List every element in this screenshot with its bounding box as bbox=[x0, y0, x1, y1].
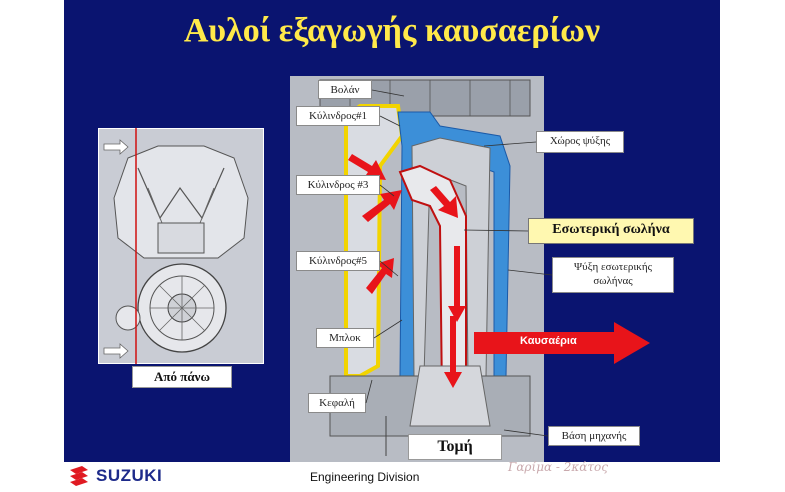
brand-name: SUZUKI bbox=[96, 466, 163, 485]
label-inner-pipe-cooling: Ψύξη εσωτερικής σωλήνας bbox=[552, 257, 674, 293]
label-engine-base: Βάση μηχανής bbox=[548, 426, 640, 446]
label-cooling-space: Χώρος ψύξης bbox=[536, 131, 624, 153]
label-inner-pipe-cooling-line2: σωλήνας bbox=[593, 275, 633, 287]
label-inner-pipe-cooling-line1: Ψύξη εσωτερικής bbox=[574, 261, 652, 273]
top-view-label: Από πάνω bbox=[132, 366, 232, 388]
exhaust-label: Καυσαέρια bbox=[520, 335, 577, 347]
suzuki-s-icon bbox=[70, 466, 88, 486]
slide: Αυλοί εξαγωγής καυσαερίων Από πάνω bbox=[64, 0, 720, 492]
exhaust-arrow bbox=[474, 322, 650, 364]
footer: SUZUKI Engineering Division Γαρίμα - 2κά… bbox=[64, 460, 720, 492]
label-block: Μπλοκ bbox=[316, 328, 374, 348]
label-inner-pipe: Εσωτερική σωλήνα bbox=[528, 218, 694, 244]
label-flywheel: Βολάν bbox=[318, 80, 372, 99]
slide-title: Αυλοί εξαγωγής καυσαερίων bbox=[183, 12, 601, 49]
label-cylinder-1: Κύλινδρος#1 bbox=[296, 106, 380, 126]
suzuki-logo: SUZUKI bbox=[68, 466, 162, 486]
signature: Γαρίμα - 2κάτος bbox=[508, 460, 608, 474]
division-label: Engineering Division bbox=[310, 470, 420, 484]
label-cylinder-3: Κύλινδρος #3 bbox=[296, 175, 380, 195]
top-view-drawing bbox=[98, 128, 264, 364]
label-cylinder-5: Κύλινδρος#5 bbox=[296, 251, 380, 271]
label-section: Τομή bbox=[408, 434, 502, 460]
label-head: Κεφαλή bbox=[308, 393, 366, 413]
